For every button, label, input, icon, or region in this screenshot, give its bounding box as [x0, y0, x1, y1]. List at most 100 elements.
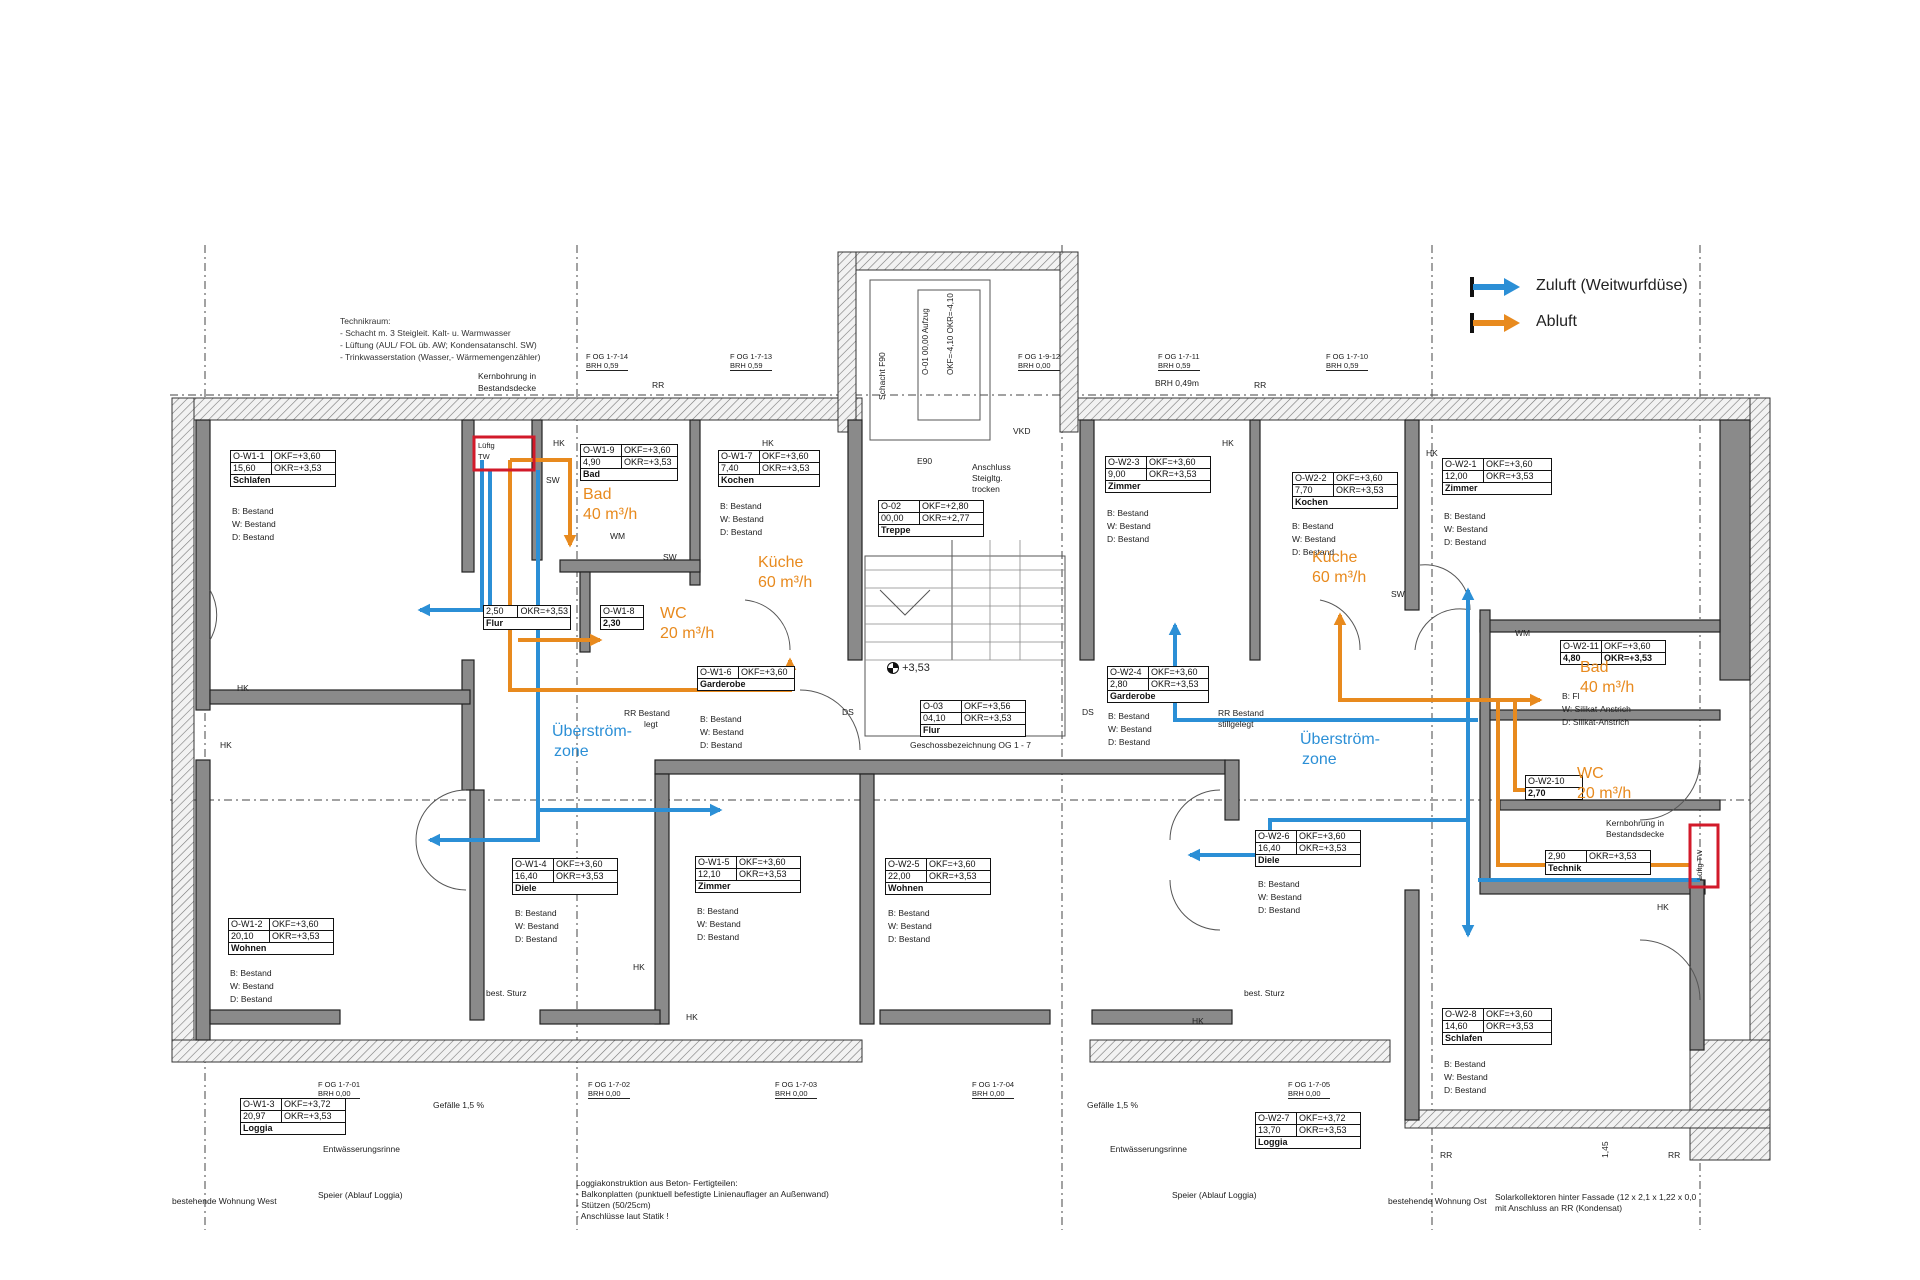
- right-unit-label: Lüftg TW: [1694, 850, 1705, 880]
- note-line: trocken: [972, 484, 1000, 494]
- room-name: Flur: [923, 725, 940, 735]
- legend-exhaust-label: Abluft: [1536, 313, 1577, 330]
- note-line: Solarkollektoren hinter Fassade (12 x 2,…: [1495, 1192, 1697, 1202]
- room-area: 2,80: [1108, 679, 1149, 690]
- overflow-zone-right: Überström-zone: [1300, 730, 1380, 770]
- technikraum-note: Technikraum: - Schacht m. 3 Steigleit. K…: [340, 315, 540, 363]
- room-id: O-W2-7: [1256, 1113, 1297, 1124]
- room-area: 2,90: [1546, 851, 1587, 862]
- room-area: 20,97: [241, 1111, 282, 1122]
- left-tech-unit: [472, 435, 536, 472]
- window-brh: BRH 0,00: [1288, 1089, 1321, 1098]
- speier-right: Speier (Ablauf Loggia): [1172, 1190, 1257, 1200]
- room-area: 4,90: [581, 457, 622, 468]
- window-brh: BRH 0,00: [588, 1089, 621, 1098]
- finish-b: B: Bestand: [1108, 711, 1150, 721]
- finish-d: D: Bestand: [1258, 905, 1301, 915]
- room-area: 13,70: [1256, 1125, 1297, 1136]
- elevator-levels: OKF=-4,10 OKR=-4,10: [945, 293, 956, 375]
- legend-supply-label: Zuluft (Weitwurfdüse): [1536, 277, 1688, 294]
- finish-d: D: Silikat-Anstrich: [1562, 717, 1630, 727]
- axis-lines: [170, 245, 1760, 1230]
- legend: Zuluft (Weitwurfdüse) Abluft: [1470, 272, 1730, 344]
- note-line: RR Bestand: [1218, 708, 1264, 718]
- room-area: 04,10: [921, 713, 962, 724]
- room-okr: OKR=+3,53: [1336, 485, 1384, 495]
- window-brh: BRH 0,00: [775, 1089, 808, 1098]
- room-name: Diele: [515, 883, 537, 893]
- technikraum-line: - Lüftung (AUL/ FOL üb. AW; Kondensatans…: [340, 340, 537, 350]
- finish-b: B: Bestand: [1292, 521, 1334, 531]
- room-okf: OKF=+3,56: [964, 701, 1011, 711]
- window-id: F OG 1-9-12: [1018, 352, 1061, 361]
- flow-room: Küche: [758, 554, 804, 571]
- walls: [171, 251, 1771, 1161]
- hk-label: HK: [1657, 902, 1669, 912]
- rr-label: RR: [652, 380, 665, 390]
- hk-label: HK: [237, 683, 249, 693]
- room-okr: OKR=+3,53: [1299, 1125, 1347, 1135]
- room-id: O-W2-6: [1256, 831, 1297, 842]
- room-name: Garderobe: [1110, 691, 1156, 701]
- level-value: +3,53: [902, 661, 930, 674]
- flow-room: Küche: [1312, 549, 1358, 566]
- overflow-zone-left: Überström-zone: [552, 722, 632, 762]
- e90-label: E90: [917, 456, 933, 466]
- finish-w: W: Bestand: [1107, 521, 1151, 531]
- finish-w: W: Bestand: [1292, 534, 1336, 544]
- window-id: F OG 1-7-10: [1326, 352, 1369, 361]
- right-tech-unit: [1688, 823, 1720, 889]
- unit-line: TW: [478, 452, 490, 461]
- flow-room: WC: [1577, 765, 1604, 782]
- rr-label: RR: [1254, 380, 1267, 390]
- room-okr: OKR=+3,53: [284, 1111, 332, 1121]
- sw-label: SW: [546, 475, 560, 485]
- room-id: O-W1-6: [698, 667, 739, 678]
- legend-exhaust-arrow-icon: [1470, 313, 1520, 333]
- flow-room: Bad: [583, 486, 612, 503]
- room-okr: OKR=+3,53: [520, 606, 568, 616]
- note-line: stillgelegt: [1218, 719, 1254, 729]
- hk-label: HK: [220, 740, 232, 750]
- sturz-right: best. Sturz: [1244, 988, 1285, 998]
- room-name: Wohnen: [231, 943, 267, 953]
- finish-b: B: Bestand: [697, 906, 739, 916]
- room-name: Diele: [1258, 855, 1280, 865]
- finish-b: B: Bestand: [1444, 511, 1486, 521]
- room-id: O-W2-4: [1108, 667, 1149, 678]
- elevator-id: O-01: [921, 357, 930, 375]
- note-line: - Stützen (50/25cm): [576, 1200, 651, 1210]
- room-name: Zimmer: [698, 881, 731, 891]
- room-okf: OKF=+3,72: [1299, 1113, 1346, 1123]
- note-line: - Anschlüsse laut Statik !: [576, 1211, 669, 1221]
- brh-label: BRH 0,49m: [1155, 378, 1199, 388]
- window-brh: BRH 0,00: [318, 1089, 351, 1098]
- room-area: 16,40: [513, 871, 554, 882]
- ds-label: DS: [842, 707, 854, 717]
